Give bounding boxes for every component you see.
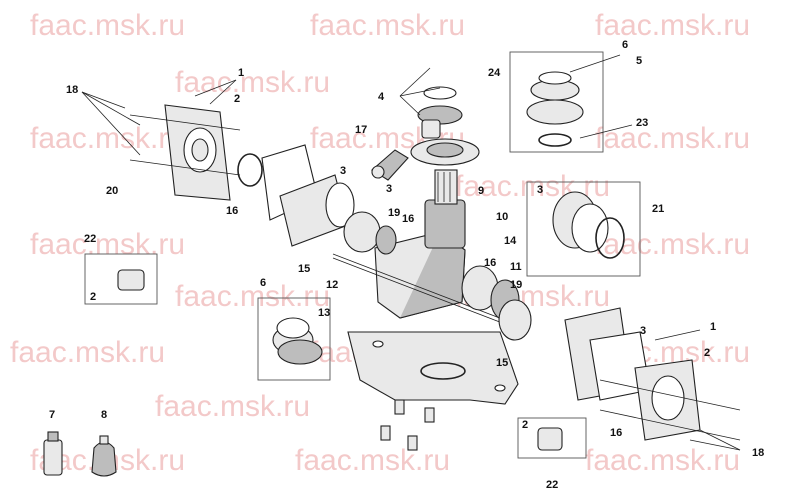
callout-3: 3 — [537, 184, 543, 196]
callout-3: 3 — [640, 325, 646, 337]
callout-14: 14 — [504, 235, 517, 247]
callout-18: 18 — [752, 447, 764, 459]
inset-box-bleed-left — [84, 253, 158, 305]
callout-16: 16 — [610, 427, 622, 439]
watermarks: faac.msk.ru faac.msk.ru faac.msk.ru faac… — [10, 9, 750, 477]
callout-2: 2 — [704, 347, 710, 359]
oil-bottles — [43, 431, 117, 477]
watermark: faac.msk.ru — [155, 390, 310, 423]
watermark: faac.msk.ru — [30, 122, 185, 155]
callouts: 1 2 18 20 16 22 2 3 3 15 19 16 12 4 24 1… — [49, 39, 764, 491]
callout-8: 8 — [101, 409, 107, 421]
callout-16: 16 — [484, 257, 496, 269]
callout-22: 22 — [84, 233, 96, 245]
callout-11: 11 — [510, 261, 522, 273]
inset-parts — [117, 71, 625, 451]
watermark: faac.msk.ru — [175, 280, 330, 313]
callout-23: 23 — [636, 117, 648, 129]
inset-box-piston-right — [526, 181, 641, 277]
callout-20: 20 — [106, 185, 118, 197]
callout-6: 6 — [622, 39, 628, 51]
watermark: faac.msk.ru — [10, 336, 165, 369]
callout-1: 1 — [710, 321, 716, 333]
callout-24: 24 — [488, 67, 501, 79]
callout-4: 4 — [378, 91, 385, 103]
callout-2: 2 — [522, 419, 528, 431]
watermark: faac.msk.ru — [175, 66, 330, 99]
callout-3: 3 — [340, 165, 346, 177]
callout-3: 3 — [386, 183, 392, 195]
callout-17: 17 — [355, 124, 367, 136]
watermark: faac.msk.ru — [595, 122, 750, 155]
inset-box-seals-top — [509, 51, 604, 153]
leader-lines — [81, 54, 741, 451]
callout-16: 16 — [402, 213, 414, 225]
callout-15: 15 — [496, 357, 508, 369]
base-plate — [347, 331, 519, 451]
watermark: faac.msk.ru — [30, 9, 185, 42]
callout-7: 7 — [49, 409, 55, 421]
callout-12: 12 — [326, 279, 338, 291]
callout-2: 2 — [234, 93, 240, 105]
callout-15: 15 — [298, 263, 310, 275]
callout-5: 5 — [636, 55, 642, 67]
callout-21: 21 — [652, 203, 664, 215]
callout-1: 1 — [238, 67, 244, 79]
inset-boxes — [84, 51, 641, 459]
callout-19: 19 — [388, 207, 400, 219]
callout-22: 22 — [546, 479, 558, 491]
watermark: faac.msk.ru — [295, 444, 450, 477]
left-cylinder — [129, 104, 397, 255]
watermark: faac.msk.ru — [595, 9, 750, 42]
callout-10: 10 — [496, 211, 508, 223]
watermark: faac.msk.ru — [30, 228, 185, 261]
callout-6: 6 — [260, 277, 266, 289]
watermark: faac.msk.ru — [310, 9, 465, 42]
callout-9: 9 — [478, 185, 484, 197]
right-cylinder — [461, 265, 741, 441]
callout-2: 2 — [90, 291, 96, 303]
watermark: faac.msk.ru — [585, 444, 740, 477]
callout-13: 13 — [318, 307, 330, 319]
watermark: faac.msk.ru — [595, 228, 750, 261]
inset-box-piston-left — [257, 297, 331, 381]
inset-box-bleed-right — [517, 417, 587, 459]
pump-body — [332, 169, 511, 327]
callout-18: 18 — [66, 84, 78, 96]
callout-19: 19 — [510, 279, 522, 291]
callout-16: 16 — [226, 205, 238, 217]
